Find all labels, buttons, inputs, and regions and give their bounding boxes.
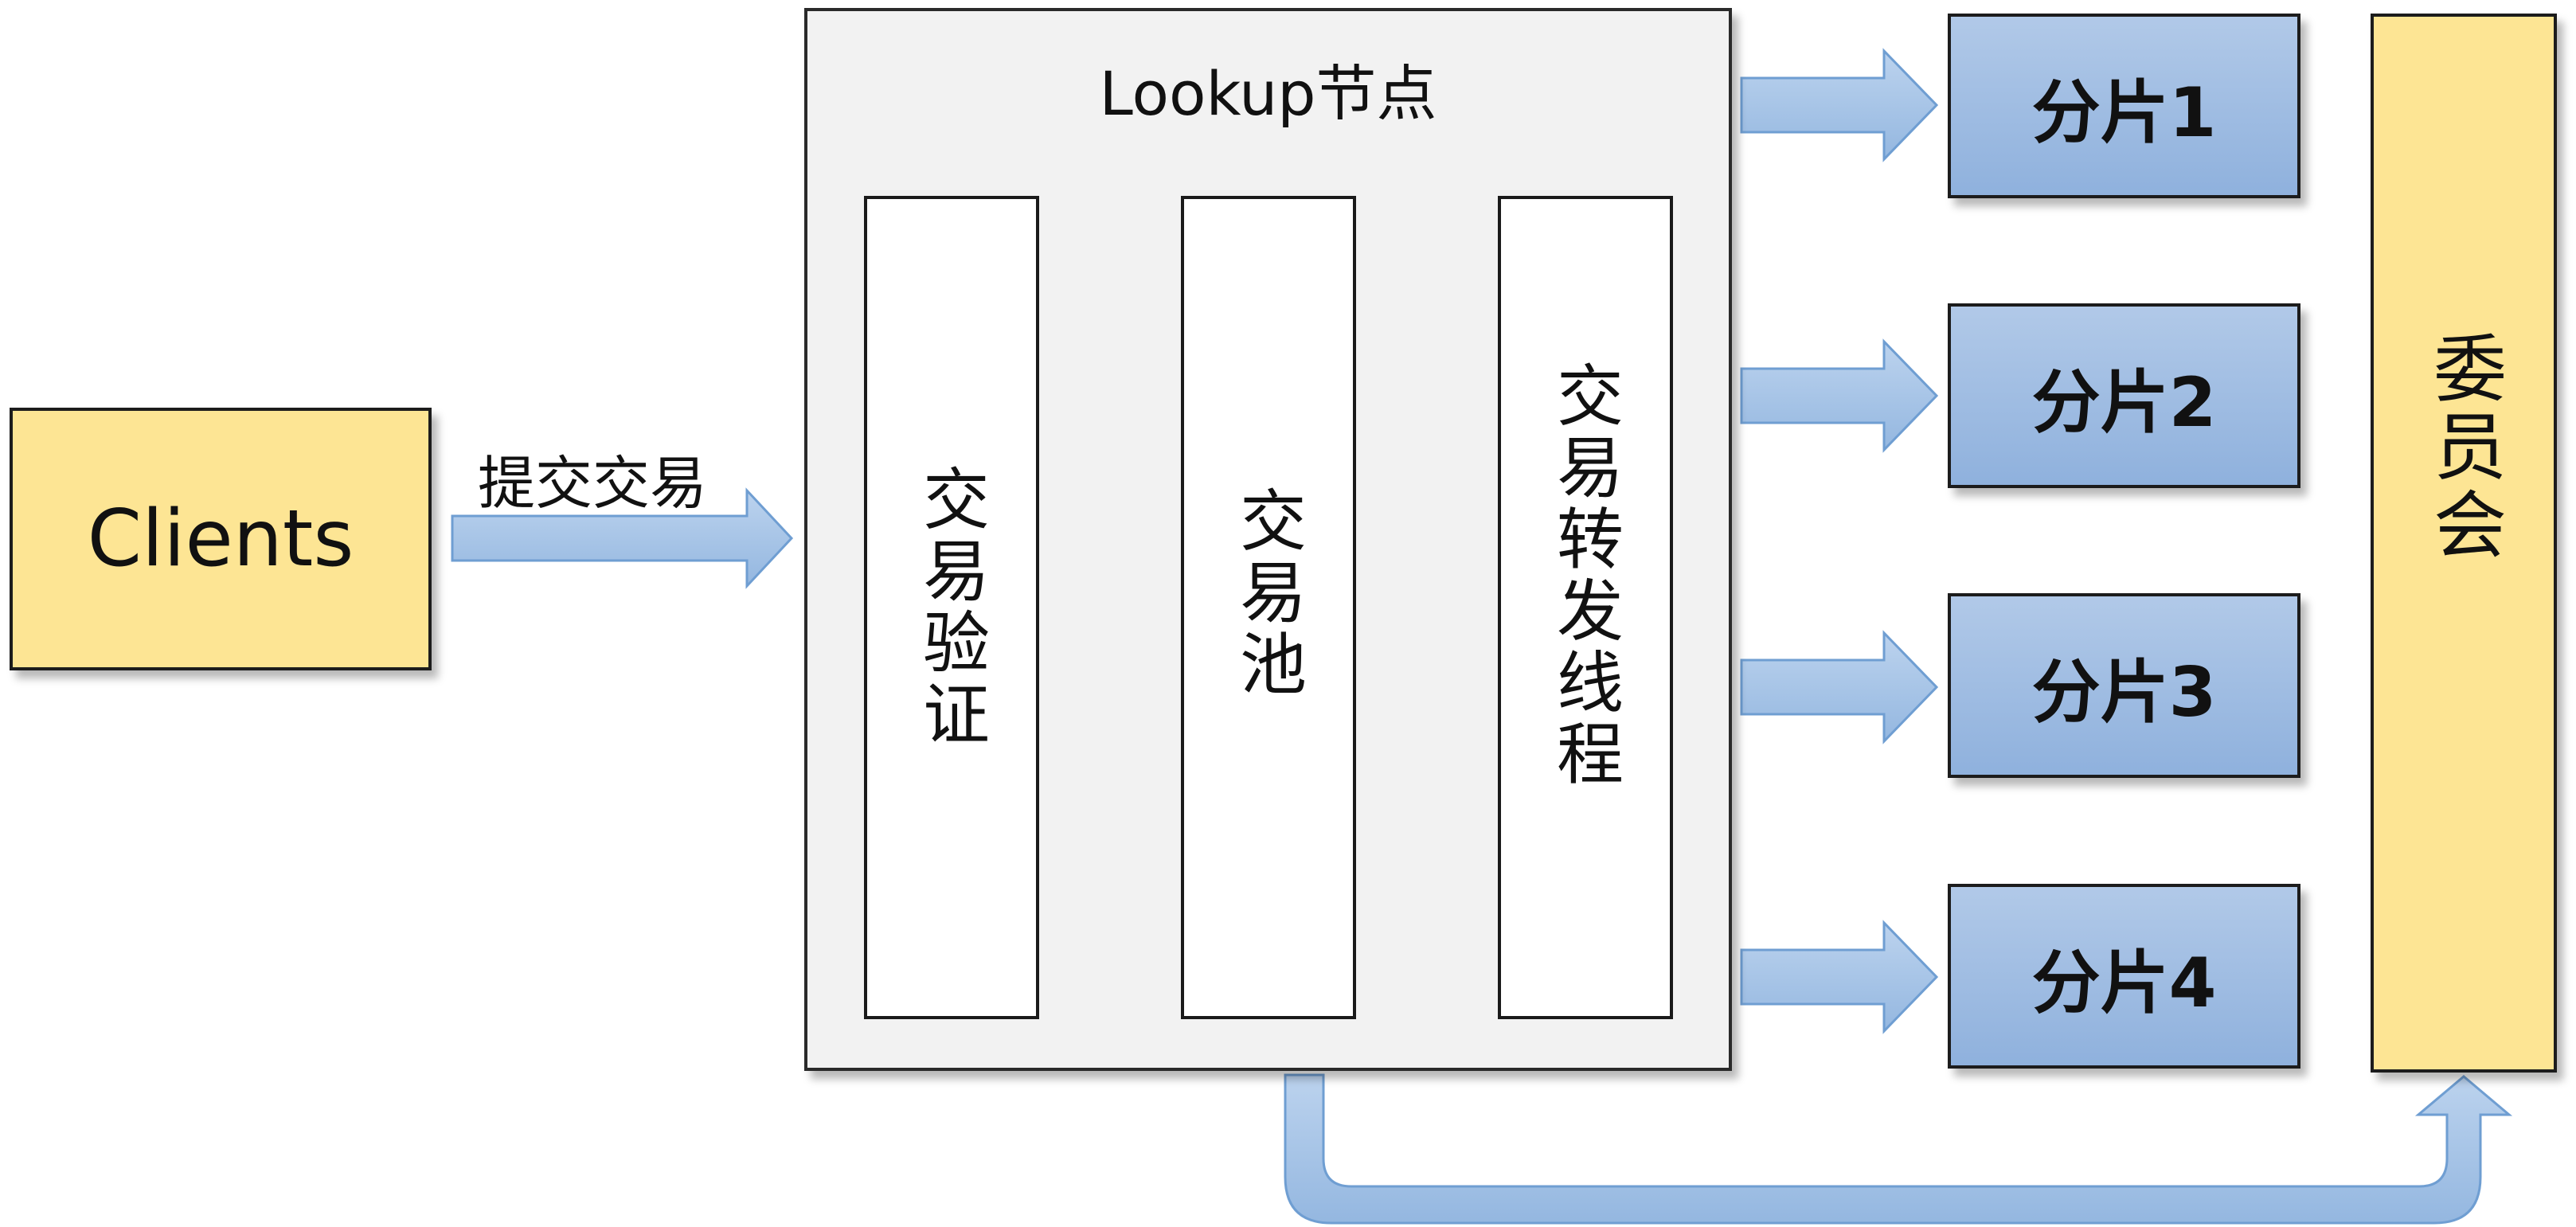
shard-1-box: 分片1	[1948, 14, 2300, 198]
to-shard-3-arrow	[1740, 630, 1939, 744]
lookup-to-committee-arrow	[1284, 1073, 2513, 1225]
committee-label: 委员会	[2421, 330, 2507, 565]
shard-3-label: 分片3	[2031, 652, 2217, 733]
transaction-verification-column: 交易验证	[864, 196, 1039, 1019]
shard-1-label: 分片1	[2031, 72, 2217, 153]
to-shard-4-arrow	[1740, 920, 1939, 1034]
transaction-forward-column: 交易转发线程	[1498, 196, 1673, 1019]
transaction-pool-label: 交易池	[1229, 486, 1308, 701]
to-shard-2-arrow	[1740, 338, 1939, 453]
clients-label: Clients	[87, 494, 354, 584]
lookup-node-title: Lookup节点	[1099, 58, 1437, 129]
shard-2-label: 分片2	[2031, 362, 2217, 443]
to-shard-1-arrow	[1740, 48, 1939, 162]
shard-4-box: 分片4	[1948, 884, 2300, 1069]
shard-4-label: 分片4	[2031, 943, 2217, 1023]
committee-box: 委员会	[2371, 14, 2557, 1073]
shard-2-box: 分片2	[1948, 303, 2300, 488]
submit-transaction-label: 提交交易	[478, 450, 708, 517]
clients-box: Clients	[10, 408, 432, 670]
transaction-verification-label: 交易验证	[912, 464, 991, 751]
transaction-pool-column: 交易池	[1181, 196, 1356, 1019]
shard-3-box: 分片3	[1948, 593, 2300, 778]
submit-arrow	[451, 487, 794, 589]
transaction-forward-label: 交易转发线程	[1546, 361, 1624, 791]
